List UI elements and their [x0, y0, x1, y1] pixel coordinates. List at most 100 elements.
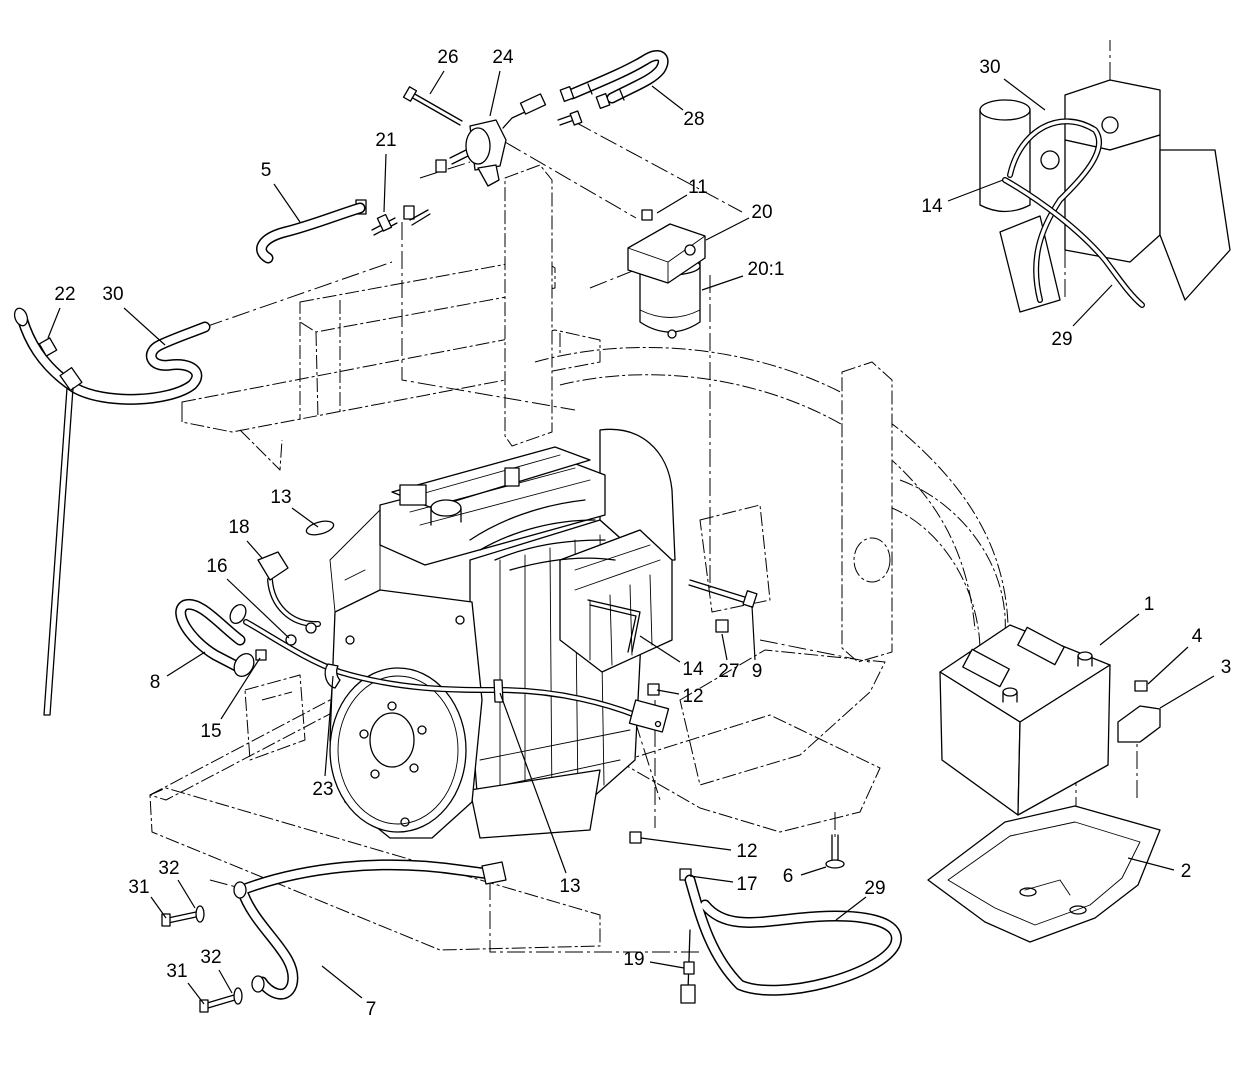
oil-filler-cap: [430, 499, 462, 517]
bolts-31-32: [161, 905, 243, 1013]
engine-bolt: [400, 817, 410, 827]
cable-29-connector: [680, 984, 696, 1004]
positive-terminal-boot: [628, 699, 670, 733]
hose-clamp: [435, 159, 447, 173]
hose-clamp: [559, 86, 575, 102]
leader-8: [166, 651, 206, 677]
left-upright: [299, 300, 341, 420]
battery-terminal-positive: [1077, 651, 1093, 661]
flywheel-bolt-hole: [417, 725, 427, 735]
hose-5: [256, 202, 366, 264]
dipstick-tube: [43, 387, 74, 716]
leader-21: [383, 153, 387, 213]
flywheel-bolt-hole: [370, 769, 380, 779]
leader-3: [1159, 675, 1215, 709]
clip-19: [683, 961, 695, 975]
leader-27: [721, 633, 728, 661]
cable-29-fill: [686, 876, 901, 995]
callout-19: 19: [623, 949, 644, 970]
callout-32: 32: [158, 858, 179, 879]
washer-32: [195, 905, 205, 923]
fuel-filter-bracket: [627, 223, 706, 284]
callout-31b: 31: [166, 961, 187, 982]
hardware-right: [629, 579, 845, 881]
cable-7-terminal: [481, 861, 507, 885]
callout-22: 22: [54, 284, 75, 305]
engine: [329, 428, 676, 839]
leader-28: [651, 85, 684, 111]
callout-6: 6: [783, 866, 794, 887]
callout-26: 26: [437, 47, 458, 68]
fuel-pump-connector: [519, 93, 547, 115]
front-left-bracket: [244, 674, 306, 761]
screw-11: [641, 209, 653, 221]
callout-14-inset: 14: [921, 196, 943, 217]
battery: [939, 624, 1111, 816]
inset-detail: [979, 40, 1231, 313]
fitting-21-hex: [376, 213, 393, 232]
callout-27: 27: [718, 661, 739, 682]
rear-hoop-outer: [534, 346, 1009, 626]
battery-tray-inner: [947, 821, 1141, 926]
callout-13: 13: [270, 487, 291, 508]
leader-31b: [187, 982, 205, 1005]
assembly-line: [574, 121, 743, 213]
nut-12-lower: [629, 831, 642, 844]
terminal-18: [257, 551, 289, 581]
leader-7: [321, 965, 363, 999]
inset-cable-29-fill: [1003, 178, 1144, 307]
leader-16: [226, 578, 290, 639]
bolt-6-shank: [831, 834, 839, 863]
washer-16b: [305, 622, 317, 634]
bolt-26-shank: [410, 92, 463, 126]
callout-24: 24: [492, 47, 514, 68]
bolt-9-head: [742, 590, 758, 608]
battery-terminal-post: [1002, 691, 1018, 703]
nut-27: [715, 619, 729, 633]
callout-15: 15: [200, 721, 221, 742]
tray-hole: [1069, 905, 1087, 915]
oil-filler-neck: [430, 507, 462, 526]
rod-14: [587, 599, 641, 653]
rod-14-line: [587, 599, 641, 653]
positive-cable: [243, 520, 670, 733]
hose-clamp: [403, 205, 415, 220]
callout-8: 8: [150, 672, 161, 693]
rear-hoop-inner: [559, 374, 976, 631]
fuel-pump: [449, 93, 547, 187]
inset-hose-30-fill: [1008, 119, 1101, 302]
clamp-22: [38, 337, 58, 357]
callout-31: 31: [128, 877, 149, 898]
hose-28-fill: [568, 51, 668, 102]
inset-rear-rail: [1159, 149, 1231, 301]
assembly-line: [489, 882, 700, 953]
callout-16: 16: [206, 556, 227, 577]
fitting: [409, 209, 431, 226]
assembly-line: [204, 261, 393, 328]
cable-7-fill: [238, 860, 494, 999]
terminal-hole: [654, 720, 662, 728]
assembly-line: [209, 879, 241, 889]
cable-8-fill: [176, 600, 244, 672]
callout-30: 30: [102, 284, 123, 305]
lower-mid-plate: [619, 714, 881, 833]
assembly-line: [419, 161, 471, 179]
leader-20-1: [701, 275, 744, 291]
fuel-pump-cap: [465, 127, 491, 165]
assembly-line: [759, 639, 871, 663]
battery-terminal-negative: [1002, 687, 1018, 697]
leader-1: [1099, 613, 1140, 646]
leader-23: [324, 675, 334, 777]
inset-cylinder: [979, 109, 1031, 213]
leader-26: [429, 70, 445, 95]
engine-mount-plate: [699, 504, 771, 613]
washer-32b: [233, 987, 243, 1005]
battery-cap: [1017, 626, 1065, 666]
leader-17: [689, 875, 734, 883]
callout-13-lower: 13: [559, 876, 580, 897]
cable-29: [680, 874, 902, 1004]
lower-rear-plate: [679, 649, 886, 786]
callout-2: 2: [1181, 861, 1192, 882]
hose-clamp: [595, 93, 611, 109]
hose-30-outline: [16, 312, 211, 405]
